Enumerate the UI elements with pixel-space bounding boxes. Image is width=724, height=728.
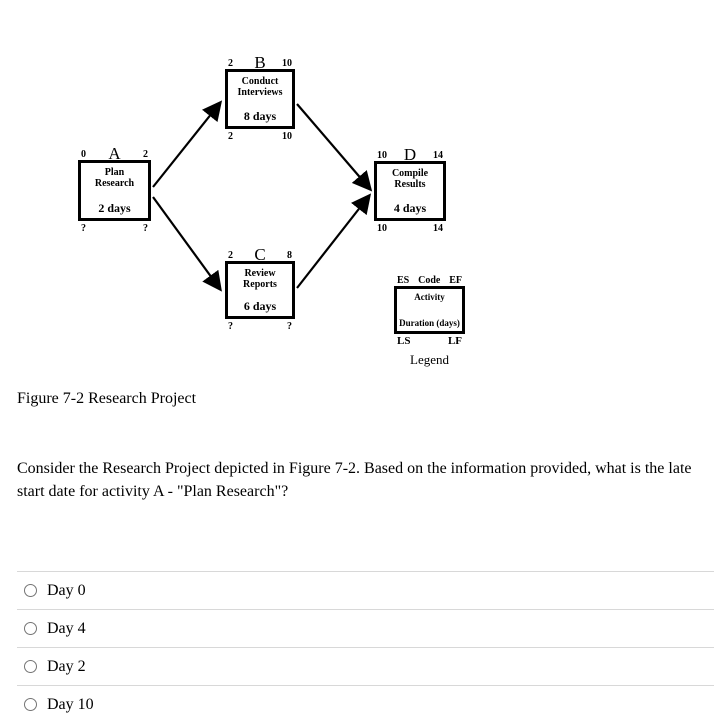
option-label-day-10: Day 10 [47,695,94,713]
radio-day-2[interactable] [24,660,37,673]
arrow-b-to-d [296,103,373,192]
legend: ES Code EF Activity Duration (days) LS L… [394,270,465,368]
legend-duration-label: Duration (days) [399,318,460,328]
node-d-bottom-row: 10 14 [374,221,446,236]
node-b-code: B [254,53,266,72]
node-a-code: A [108,144,121,163]
node-a-top-row: 0 A 2 [78,144,151,163]
node-b-box: Conduct Interviews 8 days [225,69,295,129]
node-d-box: Compile Results 4 days [374,161,446,221]
node-a-duration: 2 days [98,201,131,215]
node-d-duration: 4 days [393,201,427,215]
legend-caption: Legend [410,352,449,367]
node-c-top-row: 2 C 8 [225,245,295,264]
option-label-day-2: Day 2 [47,657,86,675]
node-d-ef: 14 [433,150,443,161]
legend-bottom-row: LS LF [394,334,465,349]
node-c-bottom-row: ? ? [225,319,295,334]
node-c-ls: ? [228,321,233,332]
node-c-ef: 8 [287,250,292,261]
radio-day-4[interactable] [24,622,37,635]
node-b-name: Conduct Interviews [237,76,283,98]
node-c-lf: ? [287,321,292,332]
legend-activity-label: Activity [414,292,445,302]
arrow-a-to-b [152,100,223,188]
activity-node-d: 10 D 14 Compile Results 4 days 10 14 [374,145,446,236]
question-text: Consider the Research Project depicted i… [17,460,692,500]
arrow-a-to-c [152,196,222,292]
node-b-lf: 10 [282,131,292,142]
node-a-name: Plan Research [94,167,135,189]
node-d-top-row: 10 D 14 [374,145,446,164]
node-a-lf: ? [143,223,148,234]
node-a-box: Plan Research 2 days [78,160,151,221]
activity-node-b: 2 B 10 Conduct Interviews 8 days 2 10 [225,53,295,144]
radio-day-0[interactable] [24,584,37,597]
node-d-lf: 14 [433,223,443,234]
legend-ef-label: EF [449,275,462,286]
node-c-duration: 6 days [243,299,277,313]
node-b-top-row: 2 B 10 [225,53,295,72]
node-a-es: 0 [81,149,86,160]
node-c-code: C [254,245,266,264]
figure-caption: Figure 7-2 Research Project [17,390,197,407]
network-diagram: 0 A 2 Plan Research 2 days ? ? 2 B 10 Co… [78,53,465,368]
node-d-ls: 10 [377,223,387,234]
legend-es-label: ES [397,275,410,286]
node-a-bottom-row: ? ? [78,221,151,236]
radio-day-10[interactable] [24,698,37,711]
node-c-es: 2 [228,250,233,261]
legend-code-label: Code [418,275,441,286]
node-a-ef: 2 [143,149,148,160]
legend-lf-label: LF [447,335,462,347]
option-row-day-10[interactable]: Day 10 [17,685,714,723]
node-d-es: 10 [377,150,387,161]
option-row-day-4[interactable]: Day 4 [17,609,714,647]
node-c-name: Review Reports [243,268,277,290]
node-b-es: 2 [228,58,233,69]
option-label-day-0: Day 0 [47,581,86,599]
option-row-day-2[interactable]: Day 2 [17,647,714,685]
node-b-ls: 2 [228,131,233,142]
legend-ls-label: LS [397,335,411,347]
node-b-duration: 8 days [243,109,277,123]
legend-top-row: ES Code EF [394,270,465,286]
answer-options: Day 0 Day 4 Day 2 Day 10 [17,571,714,723]
node-c-box: Review Reports 6 days [225,261,295,319]
activity-node-c: 2 C 8 Review Reports 6 days ? ? [225,245,295,334]
node-a-ls: ? [81,223,86,234]
option-row-day-0[interactable]: Day 0 [17,571,714,609]
option-label-day-4: Day 4 [47,619,86,637]
node-b-ef: 10 [282,58,292,69]
arrow-c-to-d [296,193,372,289]
legend-box: Activity Duration (days) [394,286,465,334]
dependency-arrows [152,100,373,292]
node-d-name: Compile Results [391,168,429,190]
node-d-code: D [403,145,417,164]
activity-node-a: 0 A 2 Plan Research 2 days ? ? [78,144,151,236]
node-b-bottom-row: 2 10 [225,129,295,144]
